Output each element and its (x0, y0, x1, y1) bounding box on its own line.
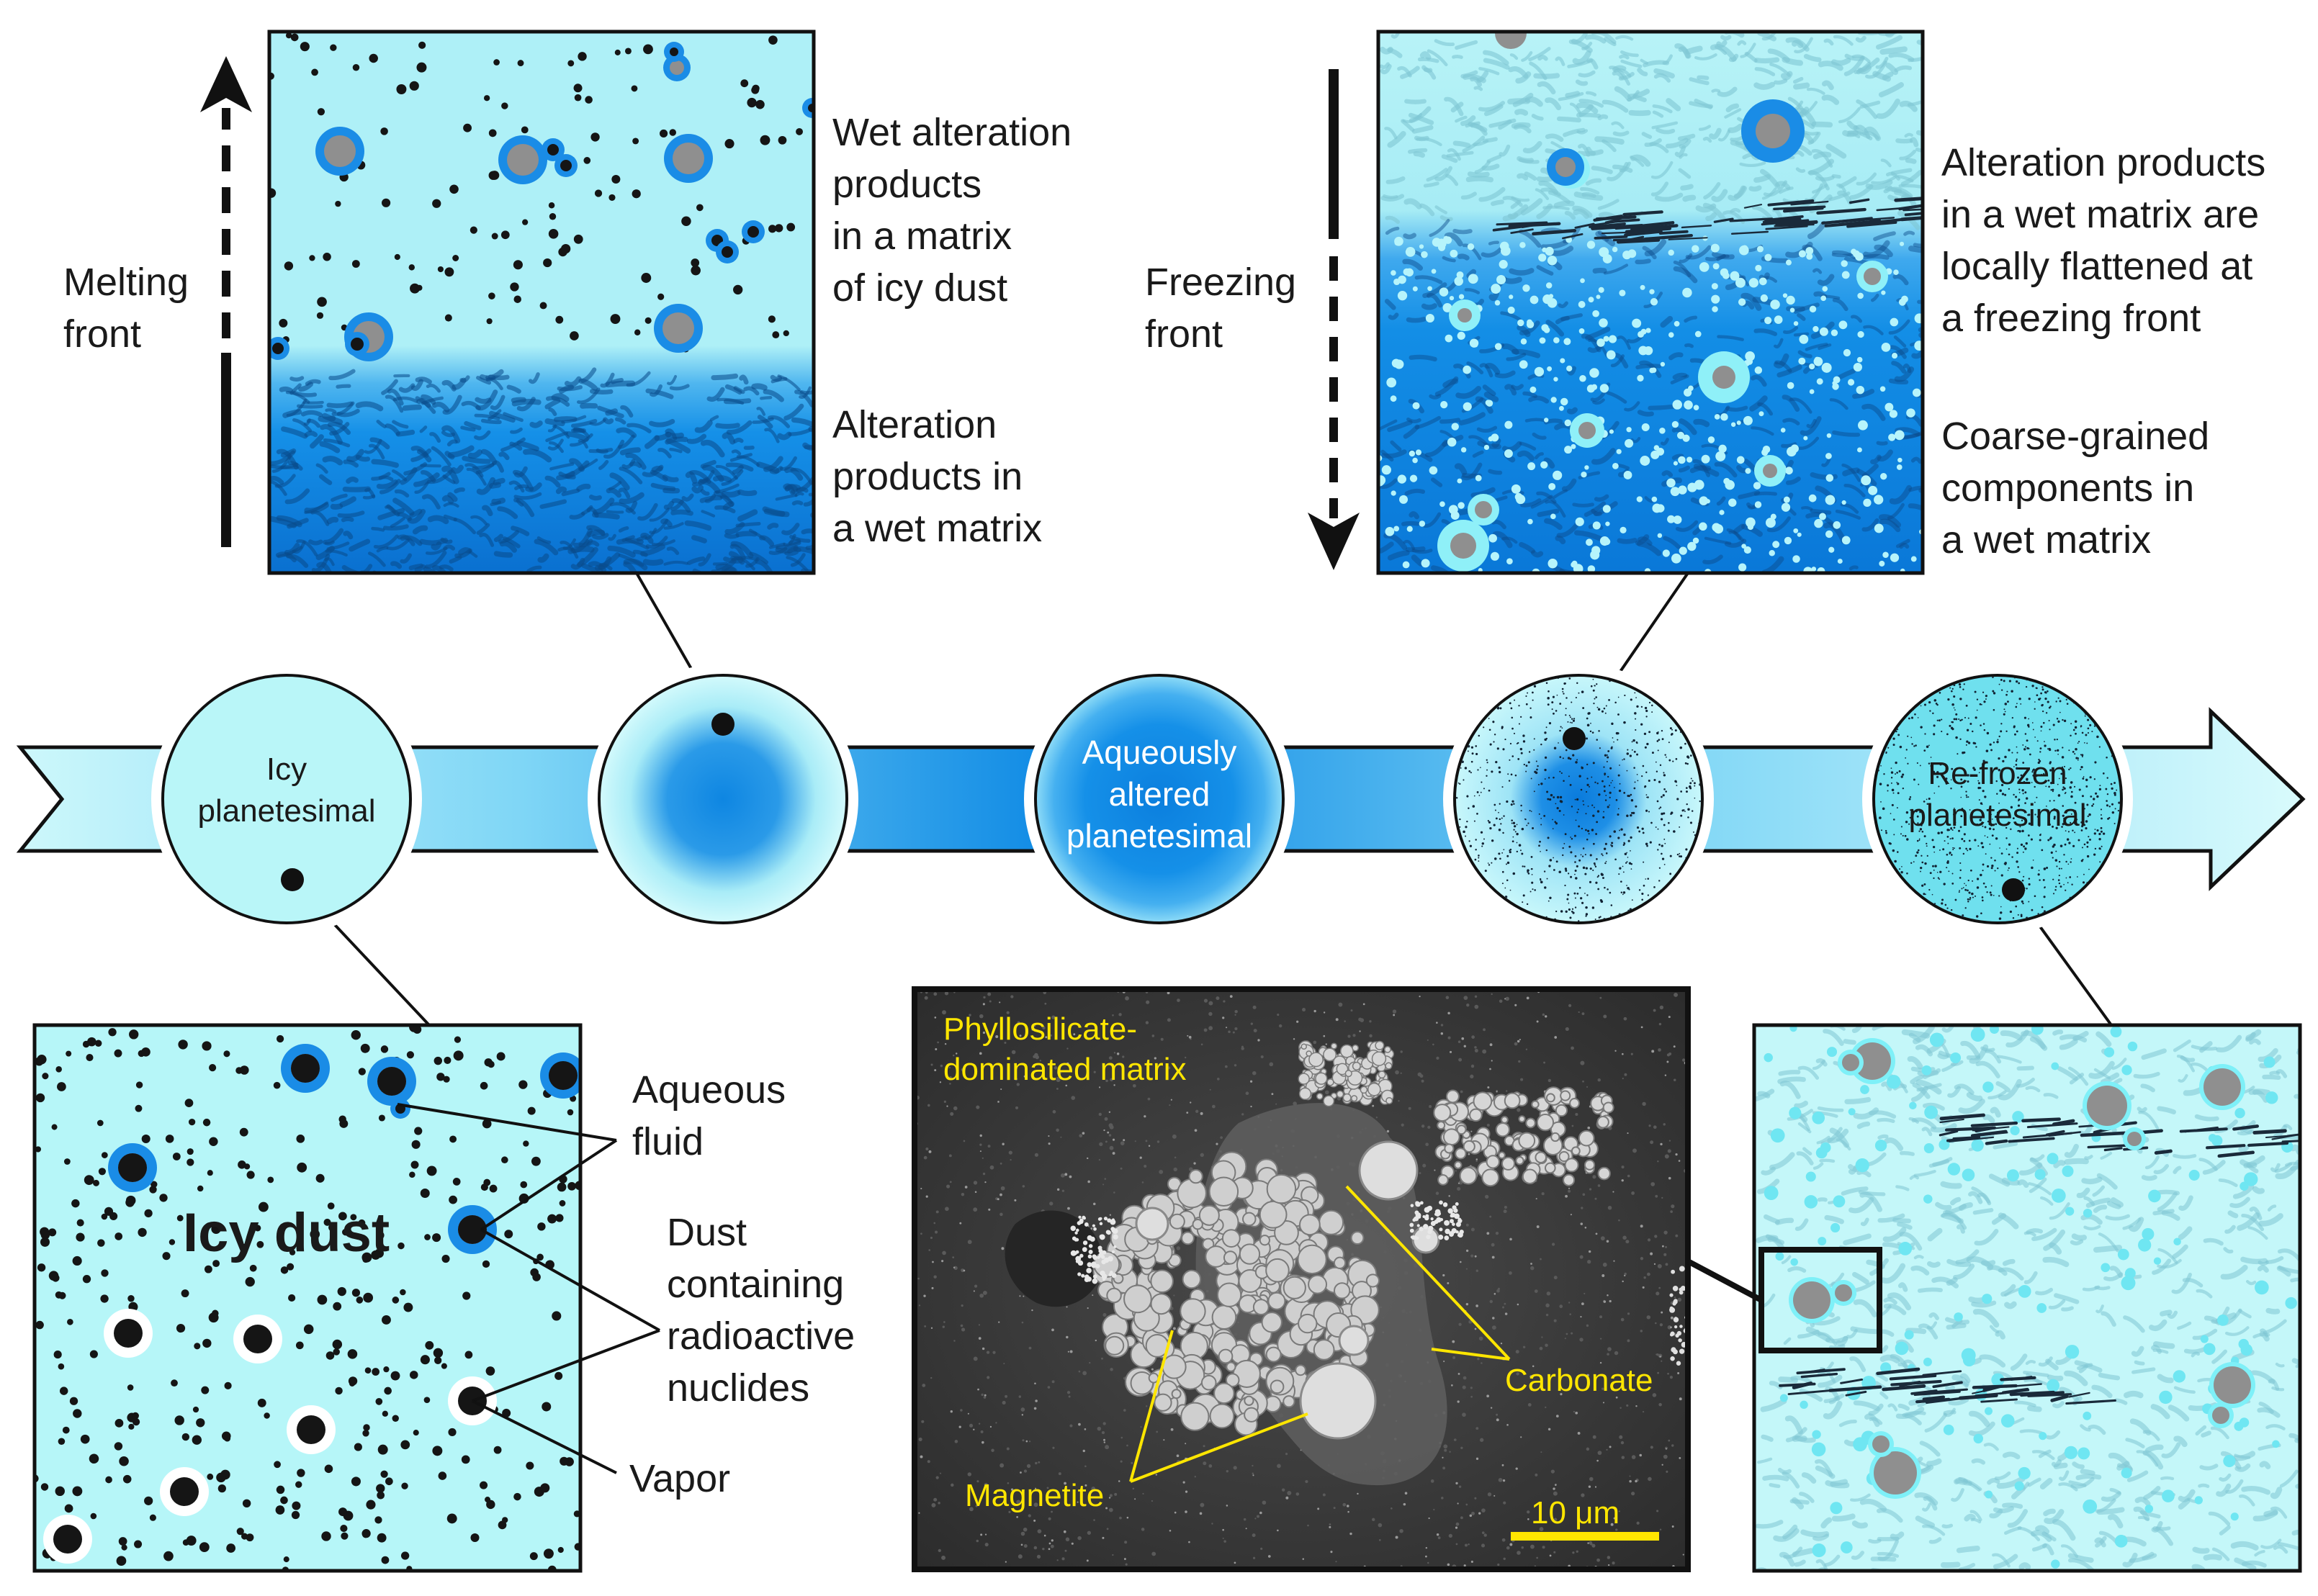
icy-dust-title: Icy dust (183, 1201, 390, 1266)
melting-front-arrow (200, 56, 252, 547)
alteration-wet-matrix-label: Alteration products in a wet matrix (832, 399, 1042, 554)
flattened-products-label: Alteration products in a wet matrix are … (1941, 137, 2265, 344)
scale-bar-label: 10 μm (1531, 1493, 1620, 1533)
refrozen-panel (1754, 1023, 2318, 1574)
melting-front-panel (266, 32, 835, 585)
carbonate-label: Carbonate (1505, 1361, 1653, 1401)
freezing-front-arrow (1308, 69, 1360, 570)
vapor-label: Vapor (629, 1453, 730, 1505)
refrozen-planetesimal-label: Re-frozen planetesimal (1875, 753, 2120, 837)
radioactive-dust-label: Dust containing radioactive nuclides (667, 1207, 855, 1414)
magnify-link-line (1688, 1261, 1761, 1300)
phyllosilicate-matrix-label: Phyllosilicate- dominated matrix (943, 1009, 1186, 1090)
coarse-grained-label: Coarse-grained components in a wet matri… (1941, 410, 2209, 566)
icy-planetesimal-label: Icy planetesimal (171, 749, 402, 832)
freezing-front-label: Freezing front (1145, 256, 1296, 360)
stage-freezing-planetesimal (1443, 664, 1714, 934)
wet-alteration-label: Wet alteration products in a matrix of i… (832, 107, 1072, 314)
stage-melting-planetesimal (588, 664, 858, 934)
icy-dust-panel (30, 1022, 586, 1574)
aqueous-planetesimal-label: Aqueously altered planetesimal (1037, 731, 1282, 857)
aqueous-fluid-label: Aqueous fluid (632, 1064, 786, 1168)
magnetite-label: Magnetite (965, 1476, 1104, 1516)
freezing-front-panel (1375, 17, 1951, 585)
melting-front-label: Melting front (63, 256, 189, 360)
